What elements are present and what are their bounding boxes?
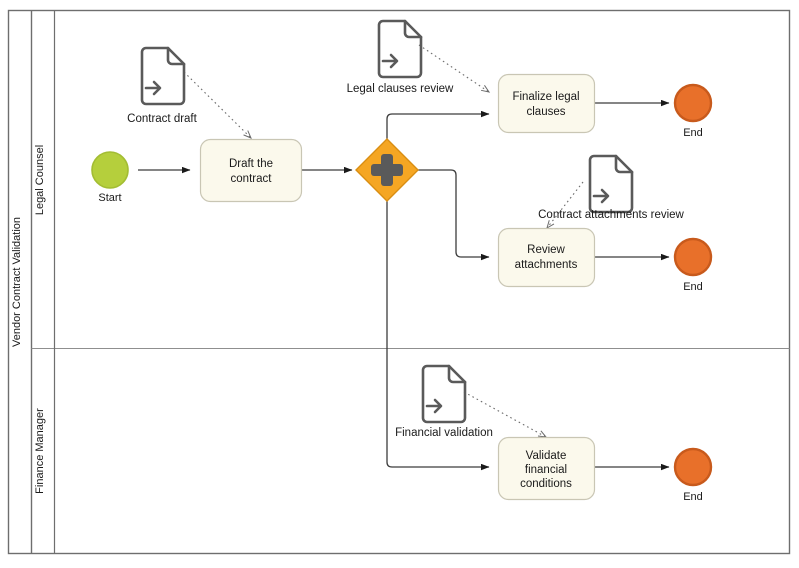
task-review-label-line1: Review bbox=[527, 244, 565, 256]
pool-vendor-contract-validation[interactable]: Vendor Contract Validation bbox=[7, 9, 791, 555]
data-object-icon bbox=[140, 46, 186, 106]
assoc-financial-validation-to-validate bbox=[463, 391, 548, 438]
task-review-attachments[interactable]: Review attachments bbox=[497, 227, 596, 288]
data-object-icon bbox=[421, 364, 467, 424]
assoc-contract-draft-to-draft-task bbox=[183, 71, 252, 139]
data-object-contract-draft[interactable]: Contract draft bbox=[127, 46, 198, 125]
data-object-label: Contract attachments review bbox=[538, 209, 684, 221]
data-object-label: Contract draft bbox=[127, 113, 197, 125]
pool-title: Vendor Contract Validation bbox=[11, 217, 23, 347]
task-validate-label-line3: conditions bbox=[520, 478, 572, 490]
data-object-icon bbox=[588, 154, 634, 214]
data-object-label: Legal clauses review bbox=[347, 83, 454, 95]
association-layer bbox=[183, 44, 584, 438]
task-validate-label-line1: Validate bbox=[526, 450, 567, 462]
end-event-validate-financial[interactable]: End bbox=[673, 447, 713, 503]
flow-gateway-to-validate bbox=[386, 201, 490, 471]
task-validate-financial-conditions[interactable]: Validate financial conditions bbox=[497, 436, 596, 501]
task-validate-box bbox=[497, 436, 596, 501]
end-event-circle bbox=[673, 237, 713, 277]
data-object-legal-clauses-review[interactable]: Legal clauses review bbox=[347, 19, 454, 95]
task-draft-label-line1: Draft the bbox=[229, 158, 273, 170]
start-event-start[interactable]: Start bbox=[91, 151, 129, 204]
task-draft-the-contract[interactable]: Draft the contract bbox=[199, 138, 303, 203]
end-event-label: End bbox=[683, 491, 703, 503]
assoc-attachments-to-review bbox=[546, 181, 584, 230]
end-event-legal-clauses[interactable]: End bbox=[673, 83, 713, 139]
gateway-plus-icon bbox=[371, 154, 403, 186]
task-draft-label-line2: contract bbox=[231, 173, 273, 185]
start-event-label: Start bbox=[98, 192, 121, 204]
end-event-circle bbox=[673, 447, 713, 487]
lane-finance-manager[interactable]: Finance Manager bbox=[34, 408, 46, 494]
start-event-circle bbox=[91, 151, 129, 189]
task-review-label-line2: attachments bbox=[515, 259, 578, 271]
sequence-flow-layer bbox=[138, 99, 670, 471]
lane-label-legal-counsel: Legal Counsel bbox=[34, 145, 46, 215]
end-event-circle bbox=[673, 83, 713, 123]
task-finalize-box bbox=[497, 73, 596, 134]
data-object-contract-attachments-review[interactable]: Contract attachments review bbox=[538, 154, 685, 221]
end-event-label: End bbox=[683, 281, 703, 293]
data-object-financial-validation[interactable]: Financial validation bbox=[395, 364, 493, 439]
flow-gateway-to-review bbox=[418, 169, 490, 261]
task-finalize-legal-clauses[interactable]: Finalize legal clauses bbox=[497, 73, 596, 134]
task-validate-label-line2: financial bbox=[525, 464, 567, 476]
task-finalize-label-line1: Finalize legal bbox=[512, 91, 579, 103]
gateway-parallel-split[interactable] bbox=[355, 138, 419, 202]
task-finalize-label-line2: clauses bbox=[527, 106, 566, 118]
flow-gateway-to-finalize bbox=[386, 110, 490, 140]
lane-label-finance-manager: Finance Manager bbox=[34, 408, 46, 494]
data-object-label: Financial validation bbox=[395, 427, 493, 439]
data-object-icon bbox=[377, 19, 423, 79]
end-event-label: End bbox=[683, 127, 703, 139]
lane-legal-counsel[interactable]: Legal Counsel bbox=[31, 10, 790, 554]
task-draft-box bbox=[199, 138, 303, 203]
end-event-review-attachments[interactable]: End bbox=[673, 237, 713, 293]
task-review-box bbox=[497, 227, 596, 288]
pool-border bbox=[7, 9, 791, 555]
